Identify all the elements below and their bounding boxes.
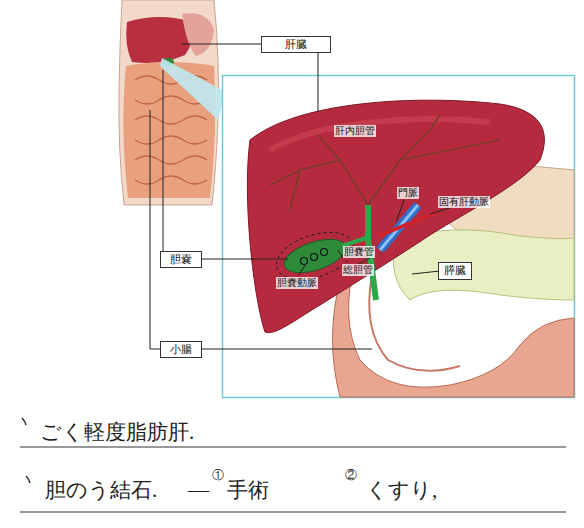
organ-name: 肝臓 bbox=[285, 38, 307, 51]
label-box: 肝臓 bbox=[261, 36, 331, 53]
label-box: 膵臓 bbox=[438, 262, 472, 280]
organ-name: 胆嚢 bbox=[170, 253, 192, 266]
handwritten-note: — bbox=[188, 478, 209, 502]
handwritten-number: ① bbox=[212, 468, 224, 482]
part-label: 肝内胆管 bbox=[334, 125, 376, 137]
part-label: 総胆管 bbox=[342, 264, 374, 276]
handwritten-number: ② bbox=[345, 468, 357, 482]
part-label: 門脈 bbox=[397, 187, 419, 199]
handwritten-note: 胆のう結石. bbox=[45, 478, 157, 502]
organ-name: 小腸 bbox=[170, 343, 192, 356]
organ-name: 膵臓 bbox=[444, 264, 466, 277]
label-box: 小腸 bbox=[160, 341, 202, 358]
handwritten-note: ごく軽度脂肪肝. bbox=[40, 420, 194, 444]
label-box: 胆嚢 bbox=[160, 251, 202, 268]
part-label: 胆嚢管 bbox=[343, 246, 375, 258]
handwritten-note: くすり, bbox=[366, 478, 437, 502]
part-label: 胆嚢動脈 bbox=[276, 277, 318, 289]
part-label: 固有肝動脈 bbox=[438, 196, 490, 208]
handwritten-note: 手術 bbox=[227, 478, 269, 502]
